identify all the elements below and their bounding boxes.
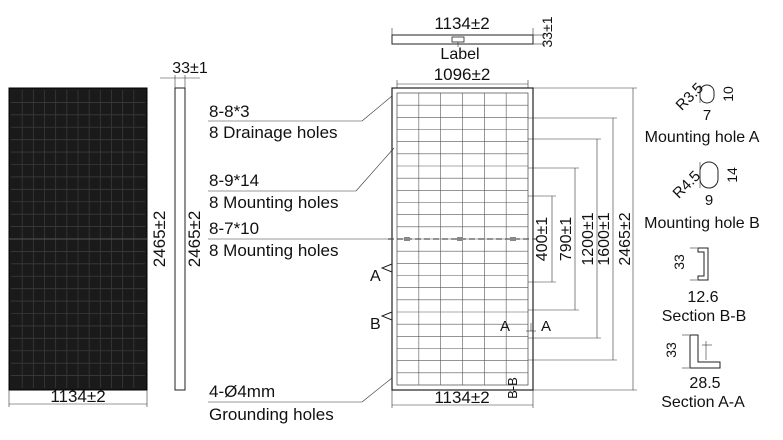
mount1-leader xyxy=(355,147,395,192)
ground-leader xyxy=(361,377,393,403)
detail-section-aa: 33 28.5 Section A-A xyxy=(661,334,745,411)
section-aa-height: 33 xyxy=(663,342,679,358)
junction-box-mid xyxy=(457,237,463,241)
section-a-left-label: A xyxy=(370,268,381,285)
side-height-label: 2465±2 xyxy=(185,211,204,268)
section-bb-caption: Section B-B xyxy=(662,308,746,325)
back-view: 1096±2 1134±2 400±1 790±1 1200±1 1600±1 xyxy=(370,65,637,408)
side-frame xyxy=(174,87,186,391)
callouts: 8-8*3 8 Drainage holes 8-9*14 8 Mounting… xyxy=(208,95,395,424)
junction-box-left xyxy=(404,237,410,241)
label-top-frame xyxy=(391,34,534,45)
dim-790-label: 790±1 xyxy=(558,217,575,261)
drainage-code: 8-8*3 xyxy=(209,102,250,121)
hole-a-width: 7 xyxy=(703,107,711,124)
side-view: 33±1 2465±2 xyxy=(160,60,208,391)
dim-2465-label: 2465±2 xyxy=(617,212,634,265)
detail-hole-b: R4.5 14 9 Mounting hole B xyxy=(644,161,760,232)
section-a-left-marker xyxy=(380,263,393,273)
drainage-leader xyxy=(361,95,393,122)
mount2-code: 8-7*10 xyxy=(209,219,259,238)
hole-a-height: 10 xyxy=(720,86,736,102)
section-a-right2-label: A xyxy=(541,318,551,335)
mount1-code: 8-9*14 xyxy=(209,171,259,190)
hole-b-caption: Mounting hole B xyxy=(644,215,760,232)
dim-1200-label: 1200±1 xyxy=(580,212,597,265)
section-bb-width: 12.6 xyxy=(687,289,718,306)
section-bb-vertical-label: B-B xyxy=(505,377,520,399)
section-b-left-marker xyxy=(380,311,393,321)
dim-1600-label: 1600±1 xyxy=(596,212,613,265)
section-aa-caption: Section A-A xyxy=(661,394,745,411)
label-box xyxy=(451,36,465,43)
mount2-text: 8 Mounting holes xyxy=(209,241,338,260)
hole-b-radius: R4.5 xyxy=(670,168,704,202)
section-a-right-label: A xyxy=(500,318,510,335)
front-view: 1134±2 2465±2 xyxy=(8,87,169,407)
hole-a-caption: Mounting hole A xyxy=(645,129,760,146)
section-b-left-label: B xyxy=(370,316,381,333)
front-width-label: 1134±2 xyxy=(50,387,105,406)
drainage-text: 8 Drainage holes xyxy=(209,123,338,142)
front-height-label: 2465±2 xyxy=(150,211,169,268)
side-thickness-label: 33±1 xyxy=(172,60,208,77)
junction-box-right xyxy=(510,237,516,241)
back-inner-width-label: 1096±2 xyxy=(434,65,491,84)
label-width-label: 1134±2 xyxy=(434,14,489,33)
label-caption: Label xyxy=(440,46,479,63)
label-view: 1134±2 33±1 Label xyxy=(391,14,555,63)
hole-b-height: 14 xyxy=(724,167,740,183)
back-bottom-width-label: 1134±2 xyxy=(434,388,489,407)
dim-400-label: 400±1 xyxy=(534,217,551,261)
hole-b-width: 9 xyxy=(705,192,713,209)
mount1-text: 8 Mounting holes xyxy=(209,193,338,212)
detail-hole-a: R3.5 10 7 Mounting hole A xyxy=(645,80,760,146)
ground-text: Grounding holes xyxy=(209,405,334,424)
section-bb-height: 33 xyxy=(671,254,687,270)
label-thickness-label: 33±1 xyxy=(539,16,555,47)
section-aa-width: 28.5 xyxy=(689,375,720,392)
detail-section-bb: 33 12.6 Section B-B xyxy=(662,247,746,325)
ground-code: 4-Ø4mm xyxy=(209,382,275,401)
